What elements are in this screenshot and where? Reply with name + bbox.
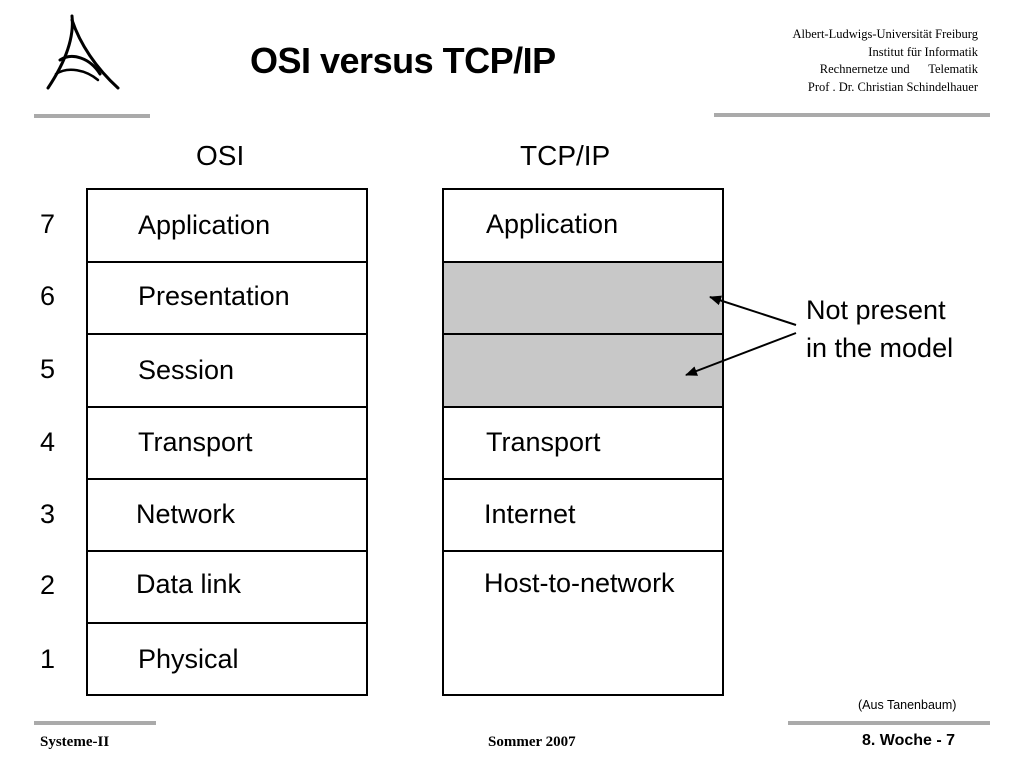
layer-divider (88, 622, 366, 624)
osi-stack: Application Presentation Session Transpo… (86, 188, 368, 696)
osi-layer-label: Presentation (138, 281, 290, 311)
tcpip-layer-label: Application (486, 209, 619, 239)
layer-divider (444, 333, 722, 335)
layer-divider (444, 261, 722, 263)
institution-line: Institut für Informatik (868, 44, 978, 59)
layer-number: 1 (40, 644, 56, 674)
tcpip-layer-label: Host-to-network (484, 568, 675, 598)
layer-divider (444, 550, 722, 552)
page-title: OSI versus TCP/IP (250, 40, 556, 81)
footer-rule-left (34, 721, 156, 725)
layer-number: 6 (40, 281, 56, 311)
arrow-to-layer-5 (685, 332, 797, 376)
layer-divider (444, 478, 722, 480)
layer-number: 2 (40, 570, 56, 600)
tcpip-stack: Application Transport Internet Host-to-n… (442, 188, 724, 696)
layer-number: 3 (40, 499, 56, 529)
institution-info: Albert-Ludwigs-Universität Freiburg Inst… (793, 26, 979, 96)
source-credit: (Aus Tanenbaum) (858, 698, 957, 712)
annotation-arrows (685, 295, 797, 376)
osi-layer-label: Network (136, 499, 236, 529)
institution-line: Prof . Dr. Christian Schindelhauer (807, 79, 978, 94)
layer-number: 7 (40, 209, 56, 239)
footer-rule-right (788, 721, 990, 725)
layer-divider (88, 550, 366, 552)
footer-term: Sommer 2007 (488, 734, 576, 750)
footer-page: 8. Woche - 7 (862, 732, 956, 749)
layer-divider (88, 261, 366, 263)
layer-divider (444, 406, 722, 408)
osi-layer-label: Data link (136, 569, 242, 599)
layer-number: 4 (40, 427, 56, 457)
header-rule-right (714, 113, 990, 117)
not-present-note: Not present in the model (806, 291, 953, 367)
footer-course: Systeme-II (40, 734, 110, 750)
arrow-to-layer-6 (709, 295, 797, 326)
osi-layer-label: Application (138, 210, 271, 240)
institution-line: Albert-Ludwigs-Universität Freiburg (792, 27, 979, 41)
tcpip-layer-label: Internet (484, 499, 576, 529)
osi-layer-label: Transport (138, 427, 253, 457)
osi-column-title: OSI (196, 140, 245, 171)
layer-divider (88, 478, 366, 480)
note-line: in the model (806, 333, 954, 363)
university-logo-icon (46, 14, 120, 90)
tcpip-layer-label: Transport (486, 427, 601, 457)
layer-divider (88, 333, 366, 335)
header-rule-left (34, 114, 150, 118)
layer-divider (88, 406, 366, 408)
osi-layer-label: Physical (138, 644, 239, 674)
layer-number: 5 (40, 354, 56, 384)
note-line: Not present (806, 295, 946, 325)
tcpip-column-title: TCP/IP (520, 140, 611, 171)
osi-layer-label: Session (138, 355, 235, 385)
institution-line: Rechnernetze und Telematik (819, 62, 978, 76)
